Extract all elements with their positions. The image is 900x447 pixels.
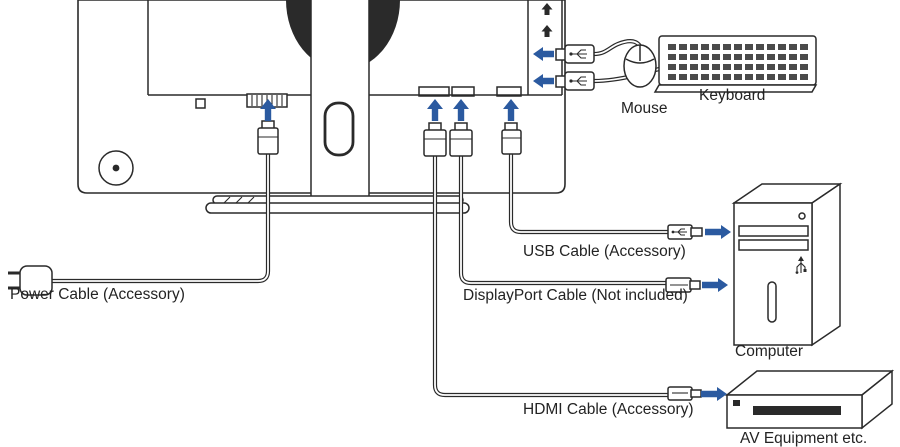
usb-plug — [501, 129, 522, 155]
usb-upstream-port — [496, 86, 522, 97]
hdmi-cable-label: HDMI Cable (Accessory) — [523, 401, 694, 418]
av-power-button — [733, 400, 740, 406]
plug-prongs — [8, 271, 20, 290]
monitor-plugs — [257, 44, 703, 401]
power-cable-label: Power Cable (Accessory) — [10, 286, 185, 303]
usb-trident-icon — [571, 76, 587, 86]
computer-label: Computer — [735, 343, 803, 360]
power-plug — [257, 127, 279, 155]
mouse-drawing — [623, 44, 657, 88]
port-strip-icon — [541, 3, 553, 15]
connector-panel-edges — [147, 0, 563, 96]
keyboard-label: Keyboard — [699, 87, 765, 104]
drive-bay — [738, 225, 809, 237]
tower-side — [811, 182, 841, 347]
up-arrow-icon — [260, 99, 276, 121]
tower-vent-slot — [767, 281, 777, 323]
right-arrow-icon — [705, 225, 731, 239]
hdmi-port — [418, 86, 450, 97]
av-equipment-drawing — [724, 369, 895, 430]
left-arrow-icon — [533, 74, 554, 88]
monitor-back — [77, 0, 566, 214]
up-arrow-icon — [503, 99, 519, 121]
usb-cable-label: USB Cable (Accessory) — [523, 243, 686, 260]
right-arrow-icon — [702, 278, 728, 292]
stand-base — [205, 202, 470, 214]
mouse-label: Mouse — [621, 100, 668, 117]
mouse-buttons — [625, 45, 655, 64]
tower-front — [733, 202, 813, 346]
keyboard-front — [653, 84, 818, 93]
labels: Mouse Keyboard USB Cable (Accessory) Dis… — [10, 87, 867, 447]
up-arrow-icon — [453, 99, 469, 121]
stand-base-hatch — [223, 196, 255, 204]
usb-trident-icon — [571, 49, 587, 59]
direction-arrows — [260, 47, 731, 401]
computer-tower-drawing — [731, 182, 843, 347]
rear-hole — [98, 150, 134, 186]
usb-connector-tip — [690, 227, 703, 237]
small-port — [195, 98, 206, 109]
drive-bay — [738, 239, 809, 251]
right-arrow-icon — [701, 387, 727, 401]
displayport-connector-tip — [689, 280, 701, 290]
port-strip-icon — [541, 25, 553, 37]
plug-body — [19, 265, 53, 296]
left-arrow-icon — [533, 47, 554, 61]
displayport-plug — [449, 129, 473, 157]
cable-routing-hole — [323, 101, 355, 157]
cables — [52, 39, 672, 398]
av-display-strip — [753, 406, 841, 415]
stand-column — [311, 0, 369, 197]
keyboard-drawing — [653, 35, 818, 93]
power-button — [798, 212, 806, 220]
av-equipment-label: AV Equipment etc. — [740, 430, 867, 447]
usb-trident-icon — [673, 228, 687, 236]
hdmi-plug — [423, 129, 447, 157]
stand-column-edges — [310, 0, 370, 197]
displayport-port — [451, 86, 475, 97]
up-arrow-icon — [427, 99, 443, 121]
power-wall-plug — [8, 265, 53, 296]
hdmi-connector-tip — [690, 389, 702, 398]
rear-hole-center — [112, 164, 120, 172]
displayport-cable-label: DisplayPort Cable (Not included) — [463, 287, 688, 304]
